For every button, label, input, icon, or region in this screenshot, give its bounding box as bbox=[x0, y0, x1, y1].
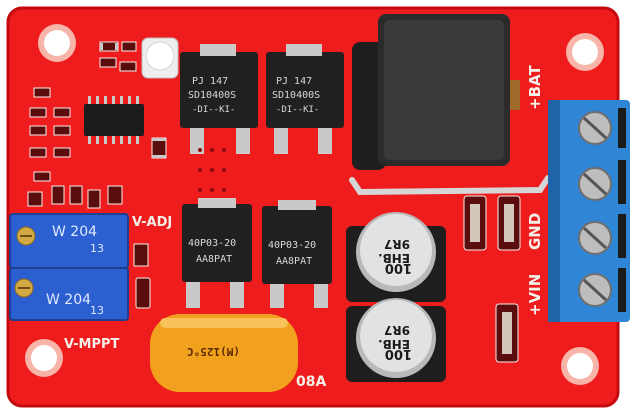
tantalum-capacitor: (M)125°C bbox=[150, 314, 298, 392]
mosfet-2: 40P03-20 AA8PAT bbox=[262, 200, 332, 308]
capacitor-1-line-2: EHB. bbox=[378, 251, 410, 265]
capacitor-2-line-1: 100 bbox=[385, 346, 412, 361]
power-inductor: 6R1ML M071 bbox=[352, 14, 520, 170]
mounting-hole-bottom-right bbox=[561, 347, 599, 385]
vias bbox=[198, 148, 226, 192]
mosfet-1-line-1: 40P03-20 bbox=[188, 238, 236, 249]
schottky-diode-1: PJ 147 SD10400S -DI--KI- bbox=[180, 44, 258, 154]
inductor-line-2: M071 bbox=[448, 40, 467, 79]
trimmer-potentiometer-2: W 204 13 bbox=[9, 267, 129, 321]
mosfet-1: 40P03-20 AA8PAT bbox=[182, 198, 252, 308]
silk-v-adj: V-ADJ bbox=[132, 215, 172, 230]
capacitor-1-line-1: 100 bbox=[385, 260, 412, 275]
trimmer-2-line-1: W 204 bbox=[46, 292, 91, 308]
mounting-hole-bottom-left bbox=[25, 339, 63, 377]
capacitor-1-line-3: 9R7 bbox=[384, 237, 410, 251]
smd-resistors bbox=[27, 41, 167, 267]
status-led bbox=[141, 37, 179, 79]
capacitor-2-line-2: EHB. bbox=[378, 337, 410, 351]
silk-current-rating: 08A bbox=[296, 374, 326, 390]
mosfet-2-line-2: AA8PAT bbox=[276, 256, 312, 267]
mounting-hole-top-right bbox=[566, 33, 604, 71]
terminal-label-gnd: GND bbox=[526, 213, 544, 250]
current-shunt-wire bbox=[349, 175, 551, 196]
schottky-diode-2: PJ 147 SD10400S -DI--KI- bbox=[266, 44, 344, 154]
mounting-hole-top-left bbox=[38, 24, 76, 62]
capacitor-1: 100 EHB. 9R7 bbox=[346, 212, 446, 302]
capacitor-2: 100 EHB. 9R7 bbox=[346, 298, 446, 382]
inductor-line-1: 6R1ML bbox=[472, 40, 491, 88]
diode-1-line-2: SD10400S bbox=[188, 90, 236, 101]
diode-2-line-2: SD10400S bbox=[272, 90, 320, 101]
trimmer-potentiometer-1: W 204 13 bbox=[9, 213, 129, 269]
mosfet-1-line-2: AA8PAT bbox=[196, 254, 232, 265]
silk-v-mppt: V-MPPT bbox=[64, 337, 120, 352]
tantalum-label: (M)125°C bbox=[187, 345, 240, 358]
terminal-label-vin: +VIN bbox=[526, 274, 544, 316]
diode-1-line-3: -DI--KI- bbox=[192, 105, 235, 115]
diode-1-line-1: PJ 147 bbox=[192, 76, 228, 87]
screw-terminal-block bbox=[548, 100, 630, 322]
terminal-label-bat: +BAT bbox=[526, 65, 544, 110]
trimmer-2-line-2: 13 bbox=[90, 304, 104, 317]
diode-2-line-3: -DI--KI- bbox=[276, 105, 319, 115]
capacitor-2-line-3: 9R7 bbox=[384, 323, 410, 337]
trimmer-1-line-2: 13 bbox=[90, 242, 104, 255]
smd-pads bbox=[100, 43, 166, 158]
mosfet-2-line-1: 40P03-20 bbox=[268, 240, 316, 251]
trimmer-1-line-1: W 204 bbox=[52, 224, 97, 240]
diode-2-line-1: PJ 147 bbox=[276, 76, 312, 87]
small-diode bbox=[135, 277, 151, 309]
smd-right-parts bbox=[463, 195, 521, 363]
controller-ic bbox=[84, 96, 144, 144]
